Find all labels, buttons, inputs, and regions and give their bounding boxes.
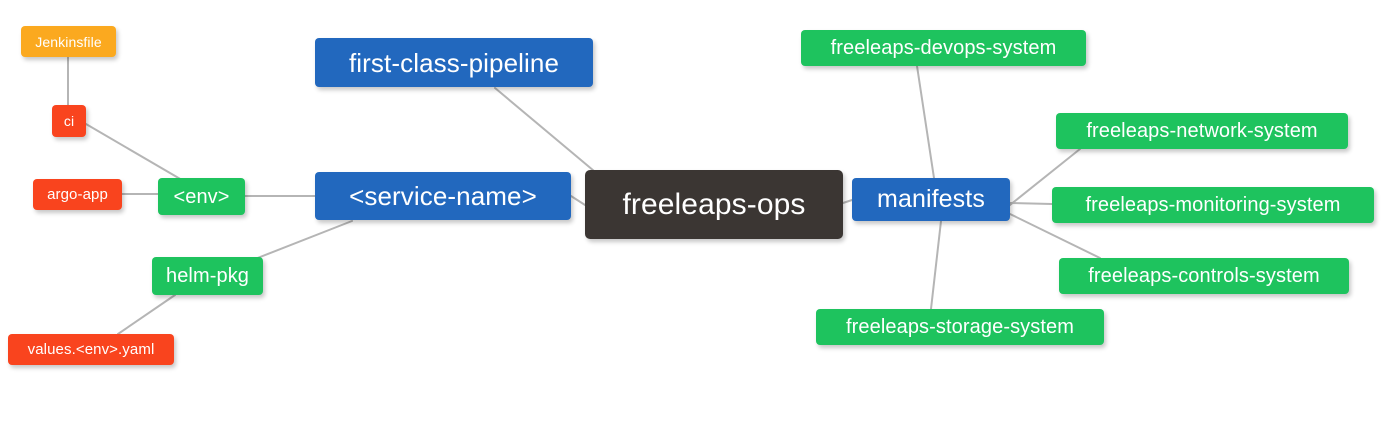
node-label: manifests [877,185,985,213]
mindmap-node-freeleaps-network-system[interactable]: freeleaps-network-system [1056,113,1348,149]
edge-manifests-to-freeleaps-storage-system [930,220,942,310]
node-label: values.<env>.yaml [27,341,155,358]
edge-manifests-to-freeleaps-network-system [1009,148,1081,206]
mindmap-node-first-class-pipeline[interactable]: first-class-pipeline [315,38,593,87]
edge-manifests-to-freeleaps-devops-system [916,65,935,179]
node-label: freeleaps-monitoring-system [1085,194,1341,216]
node-label: helm-pkg [165,265,250,287]
edge-manifests-to-freeleaps-controls-system [1009,213,1101,259]
mindmap-node-jenkinsfile[interactable]: Jenkinsfile [21,26,116,57]
mindmap-node-freeleaps-controls-system[interactable]: freeleaps-controls-system [1059,258,1349,294]
mindmap-node-values-env-yaml[interactable]: values.<env>.yaml [8,334,174,365]
edge-service-name-to-helm-pkg [254,220,353,260]
mindmap-node-manifests[interactable]: manifests [852,178,1010,221]
edge-helm-pkg-to-values-env-yaml [117,294,176,335]
edge-freeleaps-ops-to-first-class-pipeline [494,87,601,177]
mindmap-node-freeleaps-storage-system[interactable]: freeleaps-storage-system [816,309,1104,345]
mindmap-node-freeleaps-devops-system[interactable]: freeleaps-devops-system [801,30,1086,66]
node-label: argo-app [47,186,108,203]
mindmap-node-env[interactable]: <env> [158,178,245,215]
mindmap-node-freeleaps-ops[interactable]: freeleaps-ops [585,170,843,239]
node-label: freeleaps-ops [622,187,806,221]
node-label: freeleaps-network-system [1086,120,1318,142]
edge-env-to-ci [85,123,183,181]
node-label: ci [63,113,75,129]
edge-manifests-to-freeleaps-monitoring-system [1009,202,1053,205]
node-label: freeleaps-controls-system [1088,265,1320,287]
node-label: freeleaps-devops-system [830,37,1057,59]
node-label: freeleaps-storage-system [845,316,1075,338]
mindmap-node-service-name[interactable]: <service-name> [315,172,571,220]
edge-freeleaps-ops-to-service-name [570,195,586,206]
node-label: <service-name> [349,181,537,211]
edge-freeleaps-ops-to-manifests [842,199,853,204]
node-label: Jenkinsfile [35,33,102,50]
mindmap-node-freeleaps-monitoring-system[interactable]: freeleaps-monitoring-system [1052,187,1374,223]
node-label: <env> [173,185,230,208]
mindmap-node-argo-app[interactable]: argo-app [33,179,122,210]
mindmap-node-ci[interactable]: ci [52,105,86,137]
mindmap-node-helm-pkg[interactable]: helm-pkg [152,257,263,295]
node-label: first-class-pipeline [348,47,560,78]
